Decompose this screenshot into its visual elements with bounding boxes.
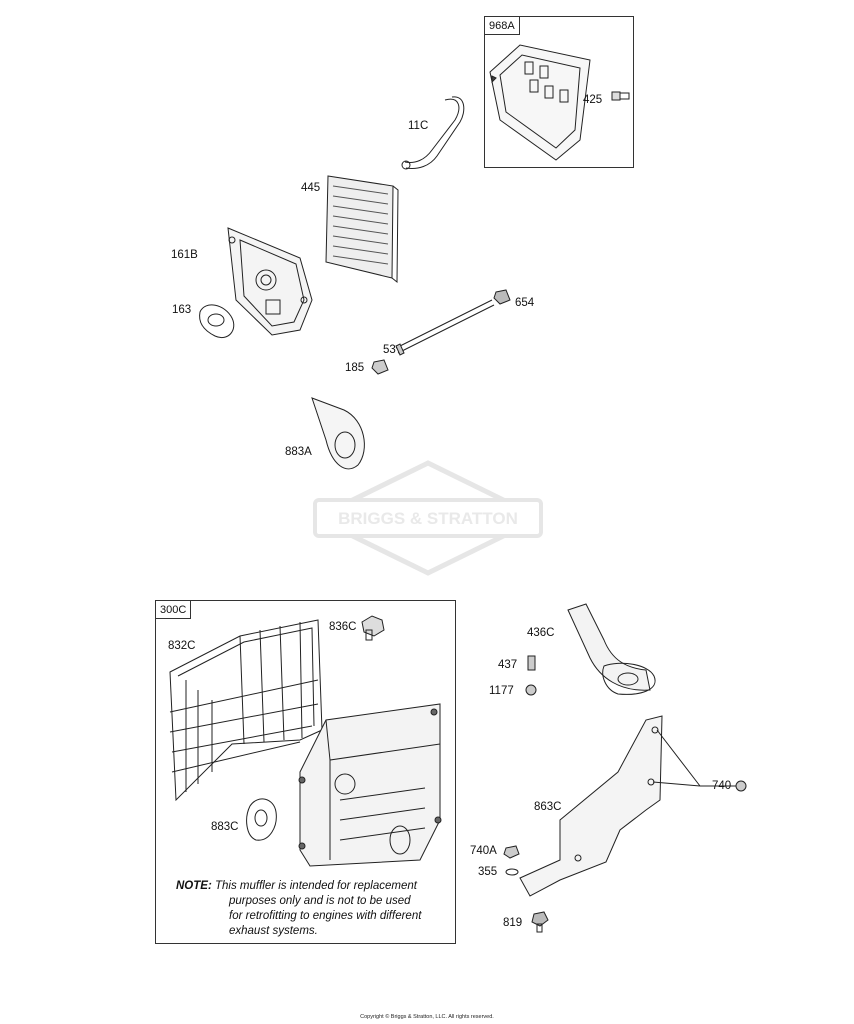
part-label-883A[interactable]: 883A	[285, 446, 312, 458]
kit-box-968A: 968A	[484, 16, 634, 168]
nut-740A-drawing	[503, 845, 520, 859]
note-line-3: for retrofitting to engines with differe…	[229, 910, 422, 922]
part-label-300C[interactable]: 300C	[156, 601, 192, 619]
nut-1177-drawing	[525, 684, 537, 696]
part-label-836C[interactable]: 836C	[329, 621, 357, 633]
bracket-drawing	[519, 715, 740, 897]
part-label-883C[interactable]: 883C	[211, 821, 239, 833]
part-label-161B[interactable]: 161B	[171, 249, 198, 261]
note-prefix: NOTE:	[176, 880, 212, 892]
watermark-text: BRIGGS & STRATTON	[338, 509, 518, 528]
part-label-437[interactable]: 437	[498, 659, 518, 671]
kit-box-300C: 300C	[155, 600, 456, 944]
gasket-883C-drawing	[246, 798, 277, 841]
air-cleaner-base-drawing	[227, 227, 313, 336]
part-label-740A[interactable]: 740A	[470, 845, 497, 857]
part-label-968A[interactable]: 968A	[485, 17, 520, 35]
stud-53-drawing	[395, 299, 495, 356]
washer-355-drawing	[505, 868, 519, 876]
part-label-163[interactable]: 163	[172, 304, 192, 316]
part-label-355[interactable]: 355	[478, 866, 498, 878]
part-label-425[interactable]: 425	[583, 94, 603, 106]
part-label-832C[interactable]: 832C	[168, 640, 196, 652]
part-label-11C[interactable]: 11C	[408, 120, 429, 132]
stud-437-drawing	[527, 655, 536, 671]
note-line-2: purposes only and is not to be used	[229, 895, 411, 907]
gasket-883A-drawing	[311, 397, 365, 470]
note-line-4: exhaust systems.	[229, 925, 318, 937]
exhaust-elbow-drawing	[567, 603, 656, 695]
part-label-819[interactable]: 819	[503, 917, 523, 929]
part-label-53[interactable]: 53	[383, 344, 396, 356]
part-label-654[interactable]: 654	[515, 297, 535, 309]
replacement-note: NOTE: This muffler is intended for repla…	[176, 879, 446, 939]
screw-819-drawing	[531, 911, 549, 933]
part-label-740[interactable]: 740	[712, 780, 732, 792]
part-label-185[interactable]: 185	[345, 362, 365, 374]
part-label-445[interactable]: 445	[301, 182, 321, 194]
screw-836C-drawing	[361, 615, 385, 641]
nut-740-drawing	[735, 780, 747, 792]
air-filter-drawing	[325, 175, 399, 284]
breather-tube-drawing	[401, 96, 465, 170]
part-label-863C[interactable]: 863C	[534, 801, 562, 813]
copyright-footer: Copyright © Briggs & Stratton, LLC. All …	[360, 1014, 494, 1020]
gasket-163-drawing	[199, 304, 235, 338]
nut-654-drawing	[493, 289, 511, 305]
part-label-436C[interactable]: 436C	[527, 627, 555, 639]
heat-shield-drawing	[169, 619, 323, 802]
nut-185-drawing	[371, 359, 389, 375]
part-label-1177[interactable]: 1177	[489, 685, 514, 697]
briggs-stratton-watermark: BRIGGS & STRATTON	[313, 460, 543, 576]
muffler-drawing	[298, 703, 442, 867]
air-cleaner-cover-drawing	[489, 44, 591, 161]
screw-425-drawing	[611, 91, 630, 101]
note-line-1: This muffler is intended for replacement	[211, 880, 417, 892]
